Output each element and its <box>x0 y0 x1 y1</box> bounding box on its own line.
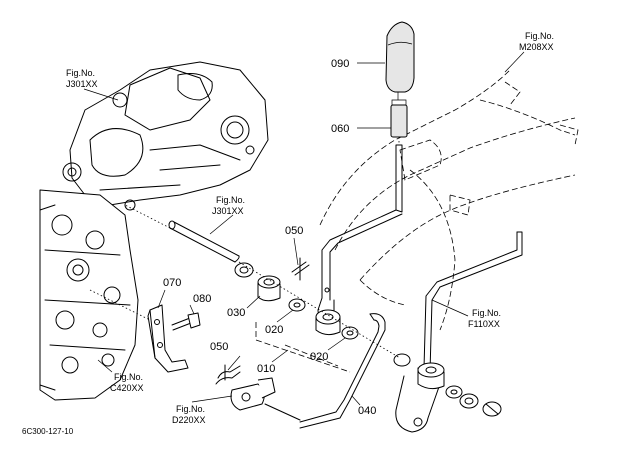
fig-ref-m208-heading: Fig.No. <box>525 31 554 41</box>
rear-lever-washers <box>393 353 502 417</box>
shift-lever <box>317 144 403 319</box>
cotter-pin-lower <box>215 364 241 385</box>
centerline-shaft <box>124 204 171 229</box>
transmission-housing <box>62 61 269 211</box>
fig-ref-m208: M208XX <box>519 42 554 52</box>
part-label-020-bottom: 020 <box>310 351 328 363</box>
fig-ref-d220: D220XX <box>172 415 206 425</box>
rear-lever-boss <box>417 362 445 390</box>
fig-ref-f110-heading: Fig.No. <box>472 308 501 318</box>
collar-020-upper <box>288 298 306 312</box>
part-label-080: 080 <box>193 293 211 305</box>
part-label-050-top: 050 <box>285 225 303 237</box>
part-label-090: 090 <box>331 58 349 70</box>
fig-ref-c420: C420XX <box>110 383 144 393</box>
fig-ref-c420-heading: Fig.No. <box>114 372 143 382</box>
pivot-bush <box>315 309 341 336</box>
knob-grip <box>390 99 408 138</box>
cotter-pin-upper <box>291 257 310 281</box>
fig-ref-f110: F110XX <box>468 319 500 329</box>
part-label-070: 070 <box>163 277 181 289</box>
bush-030 <box>257 275 281 302</box>
part-label-030: 030 <box>227 307 245 319</box>
gearbox-housing <box>39 189 139 401</box>
part-label-040: 040 <box>358 405 376 417</box>
bracket-070 <box>147 304 189 373</box>
fig-ref-j301-mid-heading: Fig.No. <box>216 195 245 205</box>
fig-ref-j301-left: J301XX <box>66 79 98 89</box>
shift-knob <box>385 21 415 93</box>
clevis-joint <box>230 377 301 421</box>
fender <box>319 69 579 331</box>
part-label-060: 060 <box>331 123 349 135</box>
rear-lever <box>395 231 523 433</box>
leader-lines <box>83 51 525 406</box>
shaft <box>168 220 240 263</box>
part-label-020-top: 020 <box>265 324 283 336</box>
collar-020-lower <box>341 326 359 340</box>
diagram-code: 6C300-127-10 <box>22 427 74 436</box>
bolt-080 <box>171 312 201 331</box>
group-bracket-line <box>255 322 351 373</box>
rod-040 <box>299 313 386 429</box>
fig-ref-j301-mid: J301XX <box>212 206 244 216</box>
fig-ref-d220-heading: Fig.No. <box>176 404 205 414</box>
fig-ref-j301-left-heading: Fig.No. <box>66 68 95 78</box>
part-label-050-bottom: 050 <box>210 341 228 353</box>
part-label-010: 010 <box>257 363 275 375</box>
group-inner-line <box>284 344 339 367</box>
centerline-main <box>238 261 401 359</box>
washer <box>234 262 254 278</box>
